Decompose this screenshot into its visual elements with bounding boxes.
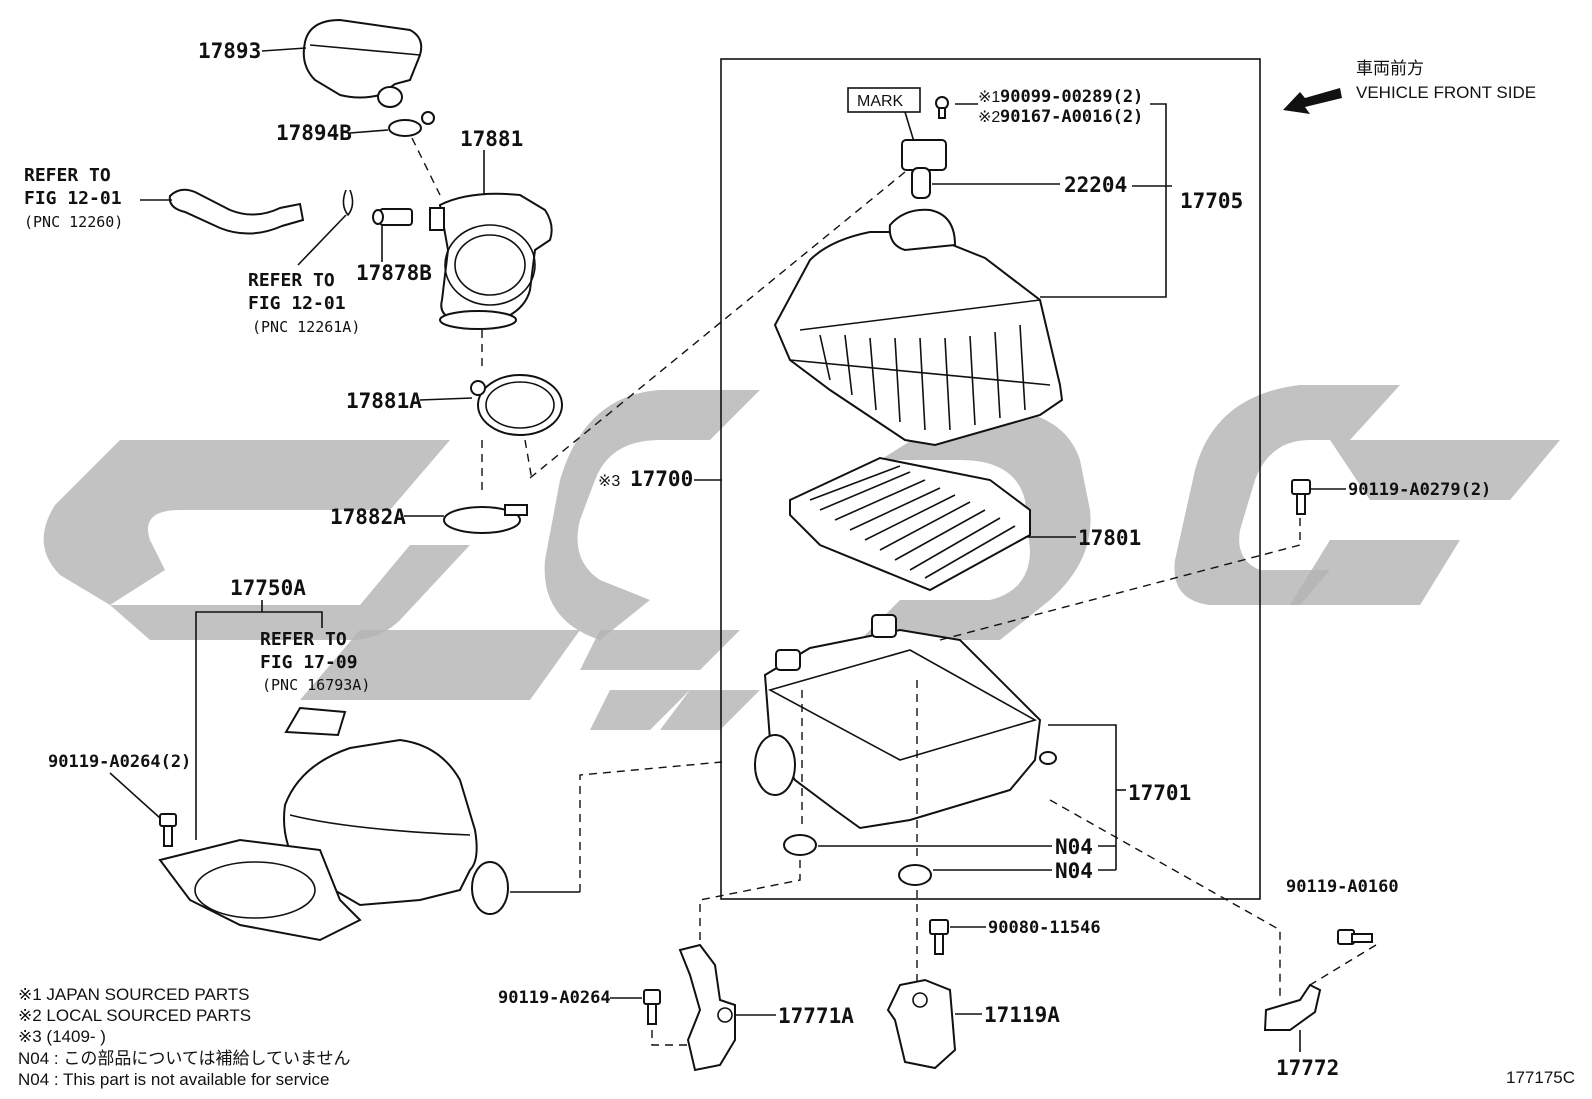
notes-block: ※1 JAPAN SOURCED PARTS ※2 LOCAL SOURCED … <box>18 985 351 1089</box>
note-2: ※2 LOCAL SOURCED PARTS <box>18 1006 251 1025</box>
part-90119-A0279-bolt: 90119-A0279(2) <box>1291 479 1491 545</box>
air-cleaner-group-box <box>720 58 1261 900</box>
front-label-en: VEHICLE FRONT SIDE <box>1356 83 1536 102</box>
watermark-logo <box>43 385 1560 730</box>
label-17894B: 17894B <box>276 121 352 145</box>
label-17705: 17705 <box>1180 189 1243 213</box>
part-17705-cleaner-cap <box>773 208 1064 447</box>
part-17881-adapter: 17881 <box>429 127 553 330</box>
label-N04-b: N04 <box>1055 859 1093 883</box>
label-17878B: 17878B <box>356 261 432 285</box>
label-17119A: 17119A <box>984 1003 1060 1027</box>
ref2-line1: REFER TO <box>248 270 335 291</box>
part-17894B-clamp: 17894B <box>276 111 441 196</box>
label-90099: 90099-00289(2) <box>1000 87 1143 107</box>
vehicle-front-indicator: 車両前方 VEHICLE FRONT SIDE <box>1283 59 1536 114</box>
label-17700: 17700 <box>630 467 693 491</box>
part-17893-resonator: 17893 <box>198 18 423 108</box>
part-90119-A0264-2-bolt: 90119-A0264(2) <box>48 752 191 847</box>
ref1-line2: FIG 12-01 <box>24 188 122 209</box>
note-4: N04 : この部品については補給していません <box>18 1049 351 1068</box>
note-5: N04 : This part is not available for ser… <box>18 1070 330 1089</box>
part-17750A-inlet-duct <box>158 738 723 942</box>
label-90167-mark: ※2 <box>978 109 1000 126</box>
front-arrow-icon <box>1283 88 1342 114</box>
part-17119A-bracket: 17119A <box>886 978 1060 1070</box>
label-90167: 90167-A0016(2) <box>1000 107 1143 127</box>
part-17801-filter: 17801 <box>789 456 1141 592</box>
label-17881A: 17881A <box>346 389 422 413</box>
label-90119-A0279: 90119-A0279(2) <box>1348 480 1491 500</box>
part-17701-cleaner-case: 17701 <box>754 614 1191 870</box>
part-17882A-clamp: 17882A <box>330 504 528 534</box>
label-17750A: 17750A <box>230 576 306 600</box>
mark-indicator: MARK <box>847 87 921 146</box>
label-22204: 22204 <box>1064 173 1127 197</box>
ref2-line2: FIG 12-01 <box>248 293 346 314</box>
label-N04-a: N04 <box>1055 835 1093 859</box>
part-N04-grommet-1: N04 <box>783 834 1116 859</box>
mark-label: MARK <box>857 93 904 110</box>
ref2-line3: (PNC 12261A) <box>252 318 360 336</box>
label-90119-A0264: 90119-A0264 <box>498 988 611 1008</box>
label-17772: 17772 <box>1276 1056 1339 1080</box>
part-17771A-bracket: 17771A <box>678 943 854 1072</box>
part-17750A-group: 17750A REFER TO FIG 17-09 (PNC 16793A) <box>195 576 370 840</box>
label-17700-mark: ※3 <box>598 473 620 490</box>
part-90080-bolt: 90080-11546 <box>929 918 1101 955</box>
part-90119-A0160-bolt: 90119-A0160 <box>1286 877 1399 986</box>
part-22204-sensor: 22204 <box>901 96 1172 199</box>
hose-ref-12260: REFER TO FIG 12-01 (PNC 12260) <box>24 165 305 235</box>
ref1-line3: (PNC 12260) <box>24 213 123 231</box>
label-90119-A0160: 90119-A0160 <box>1286 877 1399 897</box>
ref3-line2: FIG 17-09 <box>260 652 358 673</box>
label-90119-A0264-2: 90119-A0264(2) <box>48 752 191 772</box>
label-90080: 90080-11546 <box>988 918 1101 938</box>
clip-ref-12261A: REFER TO FIG 12-01 (PNC 12261A) <box>248 189 360 336</box>
part-N04-grommet-2: N04 <box>898 859 1116 886</box>
part-17881A-ring: 17881A <box>346 374 563 436</box>
label-17771A: 17771A <box>778 1004 854 1028</box>
label-17881: 17881 <box>460 127 523 151</box>
note-3: ※3 (1409- ) <box>18 1027 106 1046</box>
part-17878B-valve: 17878B <box>356 208 432 285</box>
label-90099-mark: ※1 <box>978 89 1000 106</box>
note-1: ※1 JAPAN SOURCED PARTS <box>18 985 250 1004</box>
part-17772-bracket: 17772 <box>1263 983 1339 1080</box>
front-label-jp: 車両前方 <box>1356 59 1424 78</box>
label-17882A: 17882A <box>330 505 406 529</box>
figure-id: 177175C <box>1506 1068 1575 1087</box>
part-90119-A0264-bolt: 90119-A0264 <box>498 988 700 1046</box>
label-17893: 17893 <box>198 39 261 63</box>
ref3-line3: (PNC 16793A) <box>262 676 370 694</box>
label-17701: 17701 <box>1128 781 1191 805</box>
ref1-line1: REFER TO <box>24 165 111 186</box>
ref3-line1: REFER TO <box>260 629 347 650</box>
label-17801: 17801 <box>1078 526 1141 550</box>
